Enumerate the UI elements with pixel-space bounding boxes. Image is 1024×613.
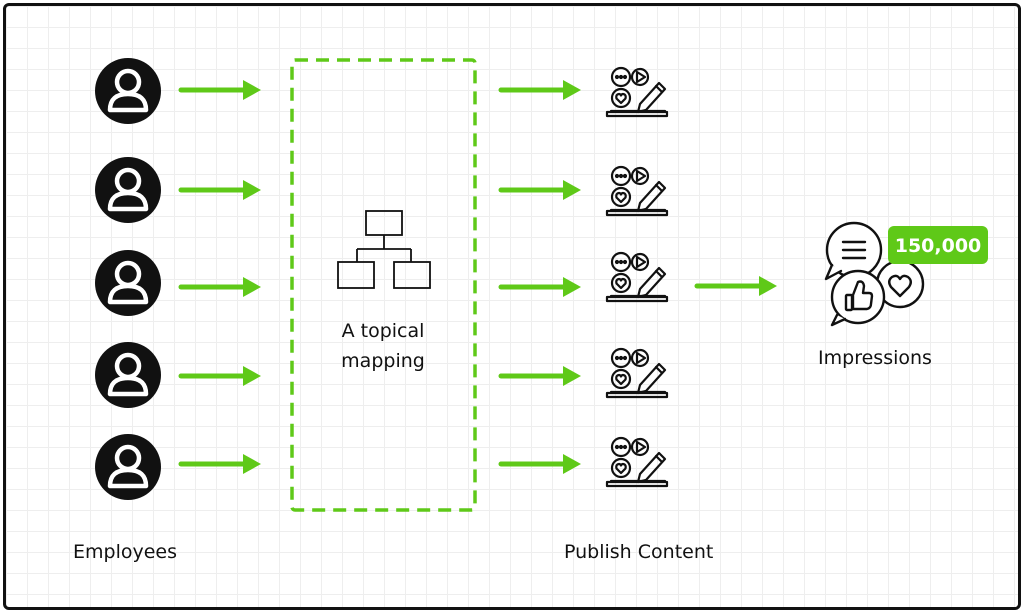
employees-label: Employees bbox=[73, 541, 177, 563]
arrow-impressions bbox=[697, 276, 777, 296]
arrow-content-4 bbox=[501, 366, 581, 386]
employee-avatar-icon-4 bbox=[95, 342, 161, 408]
arrow-employee-1 bbox=[181, 80, 261, 100]
arrow-employee-3 bbox=[181, 277, 261, 297]
employee-avatar-icon-3 bbox=[95, 250, 161, 316]
arrow-content-2 bbox=[501, 180, 581, 200]
impressions-label: Impressions bbox=[818, 347, 932, 369]
arrow-employee-2 bbox=[181, 180, 261, 200]
diagram-canvas: A topical mapping 150,000 Employees Publ… bbox=[3, 3, 1021, 610]
diagram-svg: A topical mapping 150,000 Employees Publ… bbox=[73, 6, 988, 563]
impressions-count: 150,000 bbox=[895, 235, 982, 257]
impressions-count-badge bbox=[888, 226, 988, 264]
mapping-label-line2: mapping bbox=[341, 350, 425, 372]
arrow-content-1 bbox=[501, 80, 581, 100]
impressions-icon bbox=[824, 221, 925, 327]
publish-content-label: Publish Content bbox=[564, 541, 713, 563]
arrow-employee-4 bbox=[181, 366, 261, 386]
employee-avatar-icon-5 bbox=[95, 434, 161, 500]
publish-content-icon-5 bbox=[605, 436, 669, 488]
publish-content-icon-3 bbox=[605, 251, 669, 303]
hierarchy-icon bbox=[337, 210, 431, 289]
publish-content-icon-4 bbox=[605, 347, 669, 399]
arrow-content-3 bbox=[501, 277, 581, 297]
arrow-employee-5 bbox=[181, 454, 261, 474]
topical-mapping-box bbox=[290, 58, 477, 512]
arrow-content-5 bbox=[501, 454, 581, 474]
employee-avatar-icon-1 bbox=[95, 58, 161, 124]
mapping-label-line1: A topical bbox=[342, 320, 425, 342]
publish-content-icon-2 bbox=[605, 165, 669, 217]
publish-content-icon-1 bbox=[605, 66, 669, 118]
employee-avatar-icon-2 bbox=[95, 157, 161, 223]
